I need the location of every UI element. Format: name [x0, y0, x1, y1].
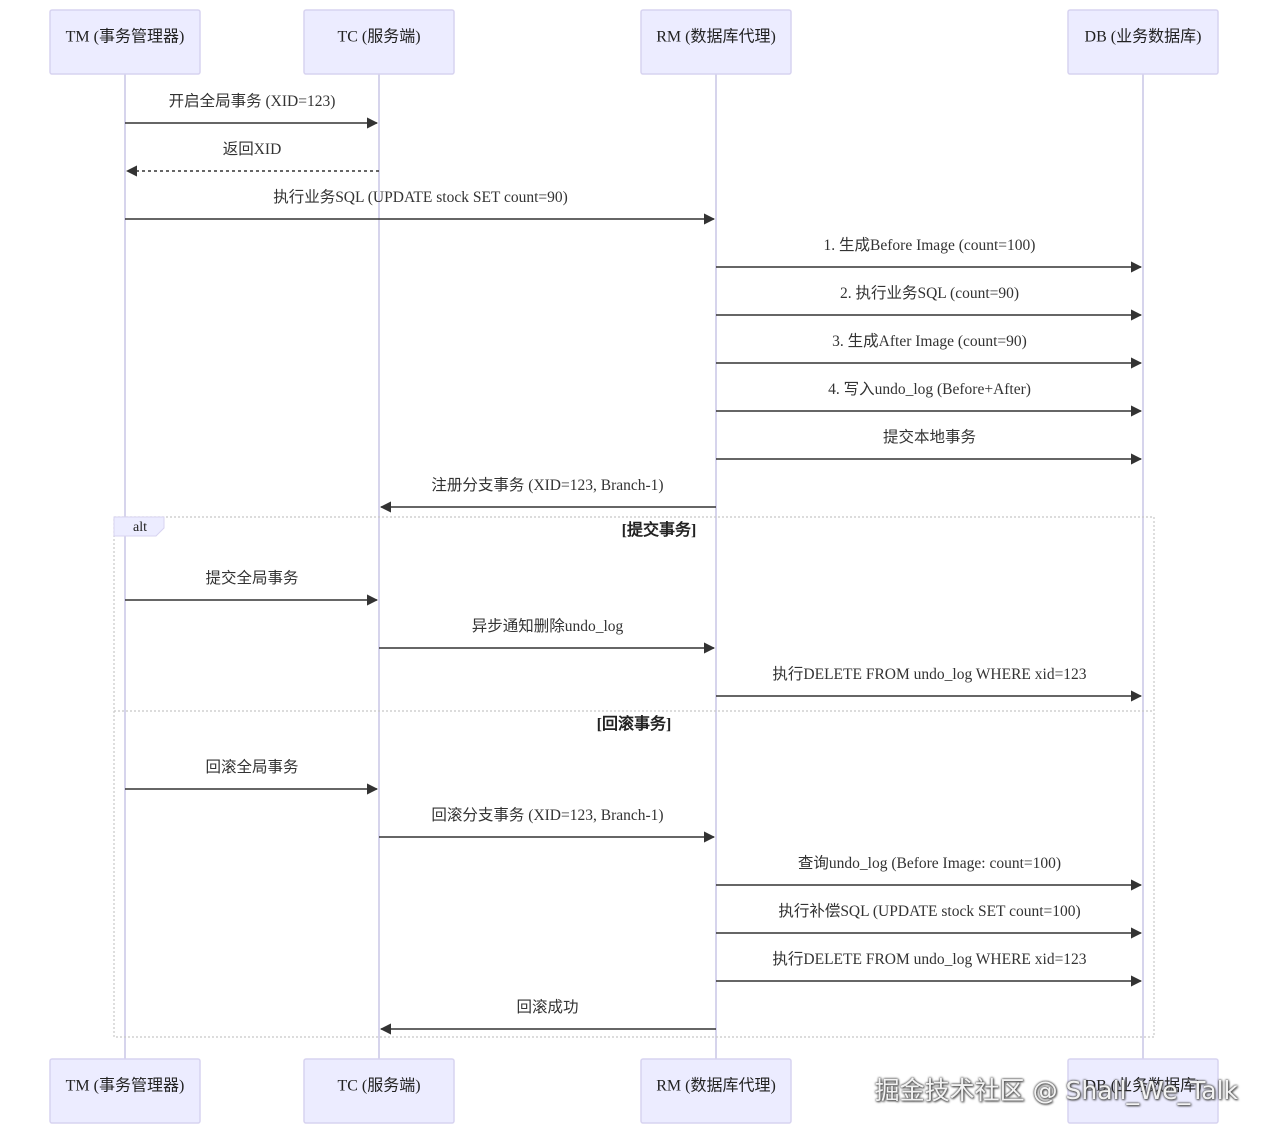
message-label: 1. 生成Before Image (count=100) — [824, 236, 1036, 254]
message-label: 异步通知删除undo_log — [472, 617, 624, 635]
participant-box — [303, 1058, 455, 1124]
participant-label: RM (数据库代理) — [656, 1077, 776, 1095]
message-label: 3. 生成After Image (count=90) — [832, 332, 1027, 350]
message-label: 执行补偿SQL (UPDATE stock SET count=100) — [778, 902, 1080, 920]
message: 提交全局事务 — [125, 569, 379, 606]
alt-section-label: [回滚事务] — [597, 714, 672, 733]
participant-tc-top: TC (服务端) — [303, 9, 455, 75]
message-label: 返回XID — [223, 140, 282, 158]
message: 3. 生成After Image (count=90) — [716, 332, 1143, 369]
alt-section-label: [提交事务] — [622, 520, 697, 539]
message: 返回XID — [125, 140, 379, 177]
message-label: 回滚成功 — [516, 998, 578, 1016]
alt-frame: alt [提交事务] [回滚事务] — [113, 516, 1155, 1038]
message: 查询undo_log (Before Image: count=100) — [716, 854, 1143, 891]
message: 2. 执行业务SQL (count=90) — [716, 284, 1143, 321]
participant-label: TM (事务管理器) — [66, 28, 185, 46]
participant-tc-bottom: TC (服务端) — [303, 1058, 455, 1124]
participant-db-top: DB (业务数据库) — [1067, 9, 1219, 75]
message: 开启全局事务 (XID=123) — [125, 92, 379, 129]
message-label: 4. 写入undo_log (Before+After) — [828, 381, 1031, 398]
participant-box — [1067, 9, 1219, 75]
message: 4. 写入undo_log (Before+After) — [716, 381, 1143, 417]
alt-tag — [113, 516, 165, 537]
message-label: 回滚全局事务 — [205, 758, 298, 776]
participant-box — [49, 1058, 201, 1124]
participant-label: DB (业务数据库) — [1085, 28, 1202, 46]
message: 提交本地事务 — [716, 428, 1143, 465]
message-label: 注册分支事务 (XID=123, Branch-1) — [431, 476, 663, 494]
message: 1. 生成Before Image (count=100) — [716, 236, 1143, 273]
participant-box — [640, 9, 792, 75]
message-label: 2. 执行业务SQL (count=90) — [840, 284, 1019, 302]
message-label: 提交全局事务 — [205, 569, 298, 587]
message: 执行补偿SQL (UPDATE stock SET count=100) — [716, 902, 1143, 939]
message: 异步通知删除undo_log — [379, 617, 716, 654]
message: 注册分支事务 (XID=123, Branch-1) — [379, 476, 716, 513]
message: 回滚全局事务 — [125, 758, 379, 795]
message: 执行业务SQL (UPDATE stock SET count=90) — [125, 188, 716, 225]
participant-box — [640, 1058, 792, 1124]
participant-db-bottom: DB (业务数据库) — [1067, 1058, 1219, 1124]
message-label: 执行DELETE FROM undo_log WHERE xid=123 — [772, 665, 1086, 683]
message-label: 提交本地事务 — [883, 428, 976, 446]
message: 执行DELETE FROM undo_log WHERE xid=123 — [716, 665, 1143, 702]
message: 回滚成功 — [379, 998, 716, 1035]
message-label: 查询undo_log (Before Image: count=100) — [798, 854, 1061, 872]
alt-tag-label: alt — [133, 520, 147, 535]
participant-label: TC (服务端) — [337, 1077, 420, 1095]
watermark: 掘金技术社区 @ Shall_We_Talk — [874, 1076, 1238, 1105]
message-label: 执行业务SQL (UPDATE stock SET count=90) — [273, 188, 568, 206]
participant-tm-bottom: TM (事务管理器) — [49, 1058, 201, 1124]
participant-label: DB (业务数据库) — [1085, 1077, 1202, 1095]
message-label: 开启全局事务 (XID=123) — [169, 92, 336, 110]
participant-label: TC (服务端) — [337, 28, 420, 46]
participant-rm-bottom: RM (数据库代理) — [640, 1058, 792, 1124]
participant-rm-top: RM (数据库代理) — [640, 9, 792, 75]
message: 回滚分支事务 (XID=123, Branch-1) — [379, 806, 716, 843]
participant-box — [1067, 1058, 1219, 1124]
participant-box — [303, 9, 455, 75]
message-label: 执行DELETE FROM undo_log WHERE xid=123 — [772, 950, 1086, 968]
participant-box — [49, 9, 201, 75]
alt-frame-border — [113, 516, 1155, 1038]
participant-tm-top: TM (事务管理器) — [49, 9, 201, 75]
participant-label: RM (数据库代理) — [656, 28, 776, 46]
message: 执行DELETE FROM undo_log WHERE xid=123 — [716, 950, 1143, 987]
message-label: 回滚分支事务 (XID=123, Branch-1) — [431, 806, 663, 824]
participant-label: TM (事务管理器) — [66, 1077, 185, 1095]
